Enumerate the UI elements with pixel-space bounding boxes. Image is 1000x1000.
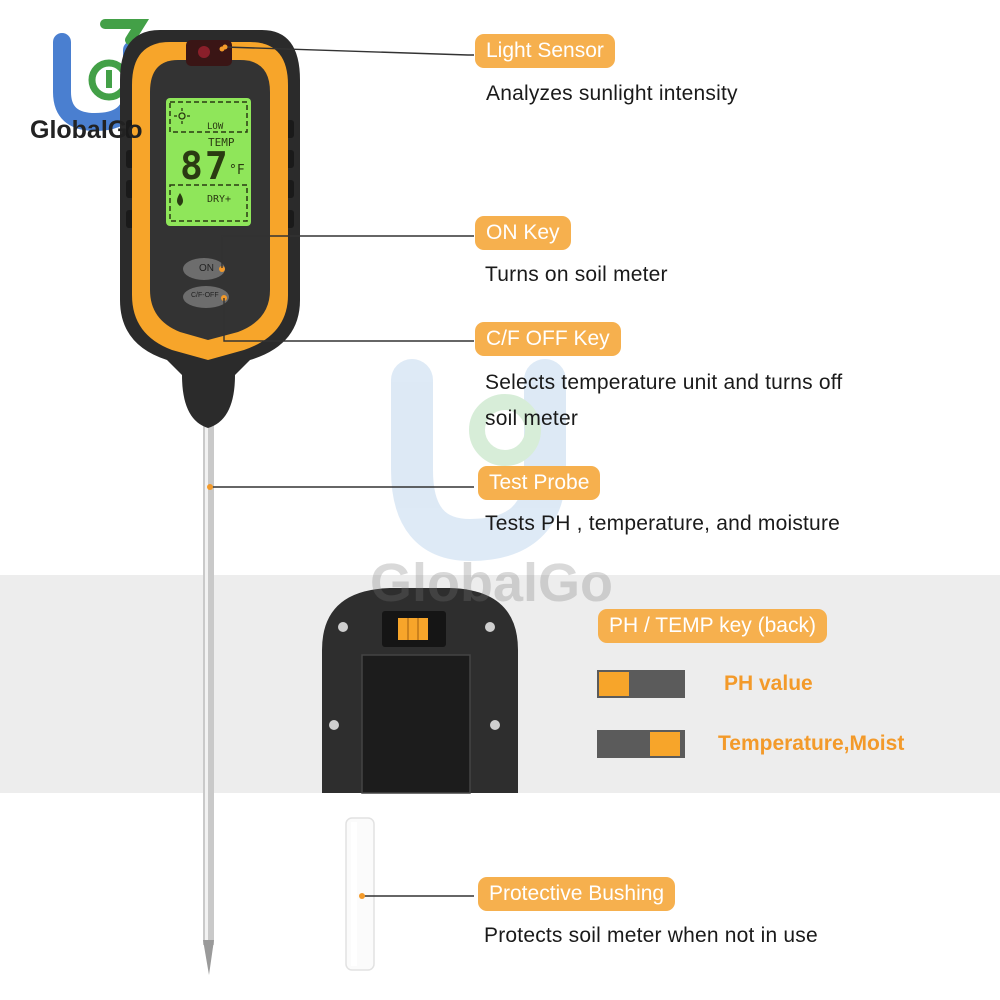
ph-switch-illustration (597, 670, 685, 698)
option-temperature-moist: Temperature,Moist (718, 732, 905, 755)
callout-desc-on-key: Turns on soil meter (485, 263, 668, 286)
on-button[interactable]: ON (199, 263, 214, 274)
callout-label-protective-bushing: Protective Bushing (478, 877, 676, 911)
callout-label-light-sensor: Light Sensor (475, 34, 615, 68)
lcd-temp-label: TEMP (208, 136, 235, 149)
callout-lines (210, 46, 474, 897)
callout-label-cf-off-key: C/F OFF Key (475, 322, 621, 356)
brand-name: GlobalGo (30, 116, 143, 144)
callout-desc-cf-off-key-line1: Selects temperature unit and turns off (485, 371, 843, 394)
lcd-low-label: LOW (207, 122, 224, 132)
lcd-unit: °F (229, 163, 245, 178)
switch-section-label: PH / TEMP key (back) (598, 609, 827, 643)
callout-desc-cf-off-key-line2: soil meter (485, 407, 579, 430)
temp-switch-illustration (597, 730, 685, 758)
callout-label-test-probe: Test Probe (478, 466, 601, 500)
callout-label-on-key: ON Key (475, 216, 571, 250)
watermark-text: GlobalGo (370, 553, 613, 613)
sun-icon (174, 108, 190, 124)
lcd-dry-label: DRY+ (207, 194, 232, 205)
callout-desc-protective-bushing: Protects soil meter when not in use (484, 924, 818, 947)
test-probe (203, 420, 214, 975)
light-sensor-icon (198, 46, 210, 58)
callout-desc-light-sensor: Analyzes sunlight intensity (486, 82, 738, 105)
lcd-reading: 87 (180, 144, 230, 188)
option-ph-value: PH value (724, 672, 813, 695)
water-drop-icon (177, 193, 183, 206)
callout-desc-test-probe: Tests PH , temperature, and moisture (485, 512, 841, 535)
cf-off-button[interactable]: C/F-OFF (191, 292, 219, 299)
meter-back-view (322, 588, 518, 794)
